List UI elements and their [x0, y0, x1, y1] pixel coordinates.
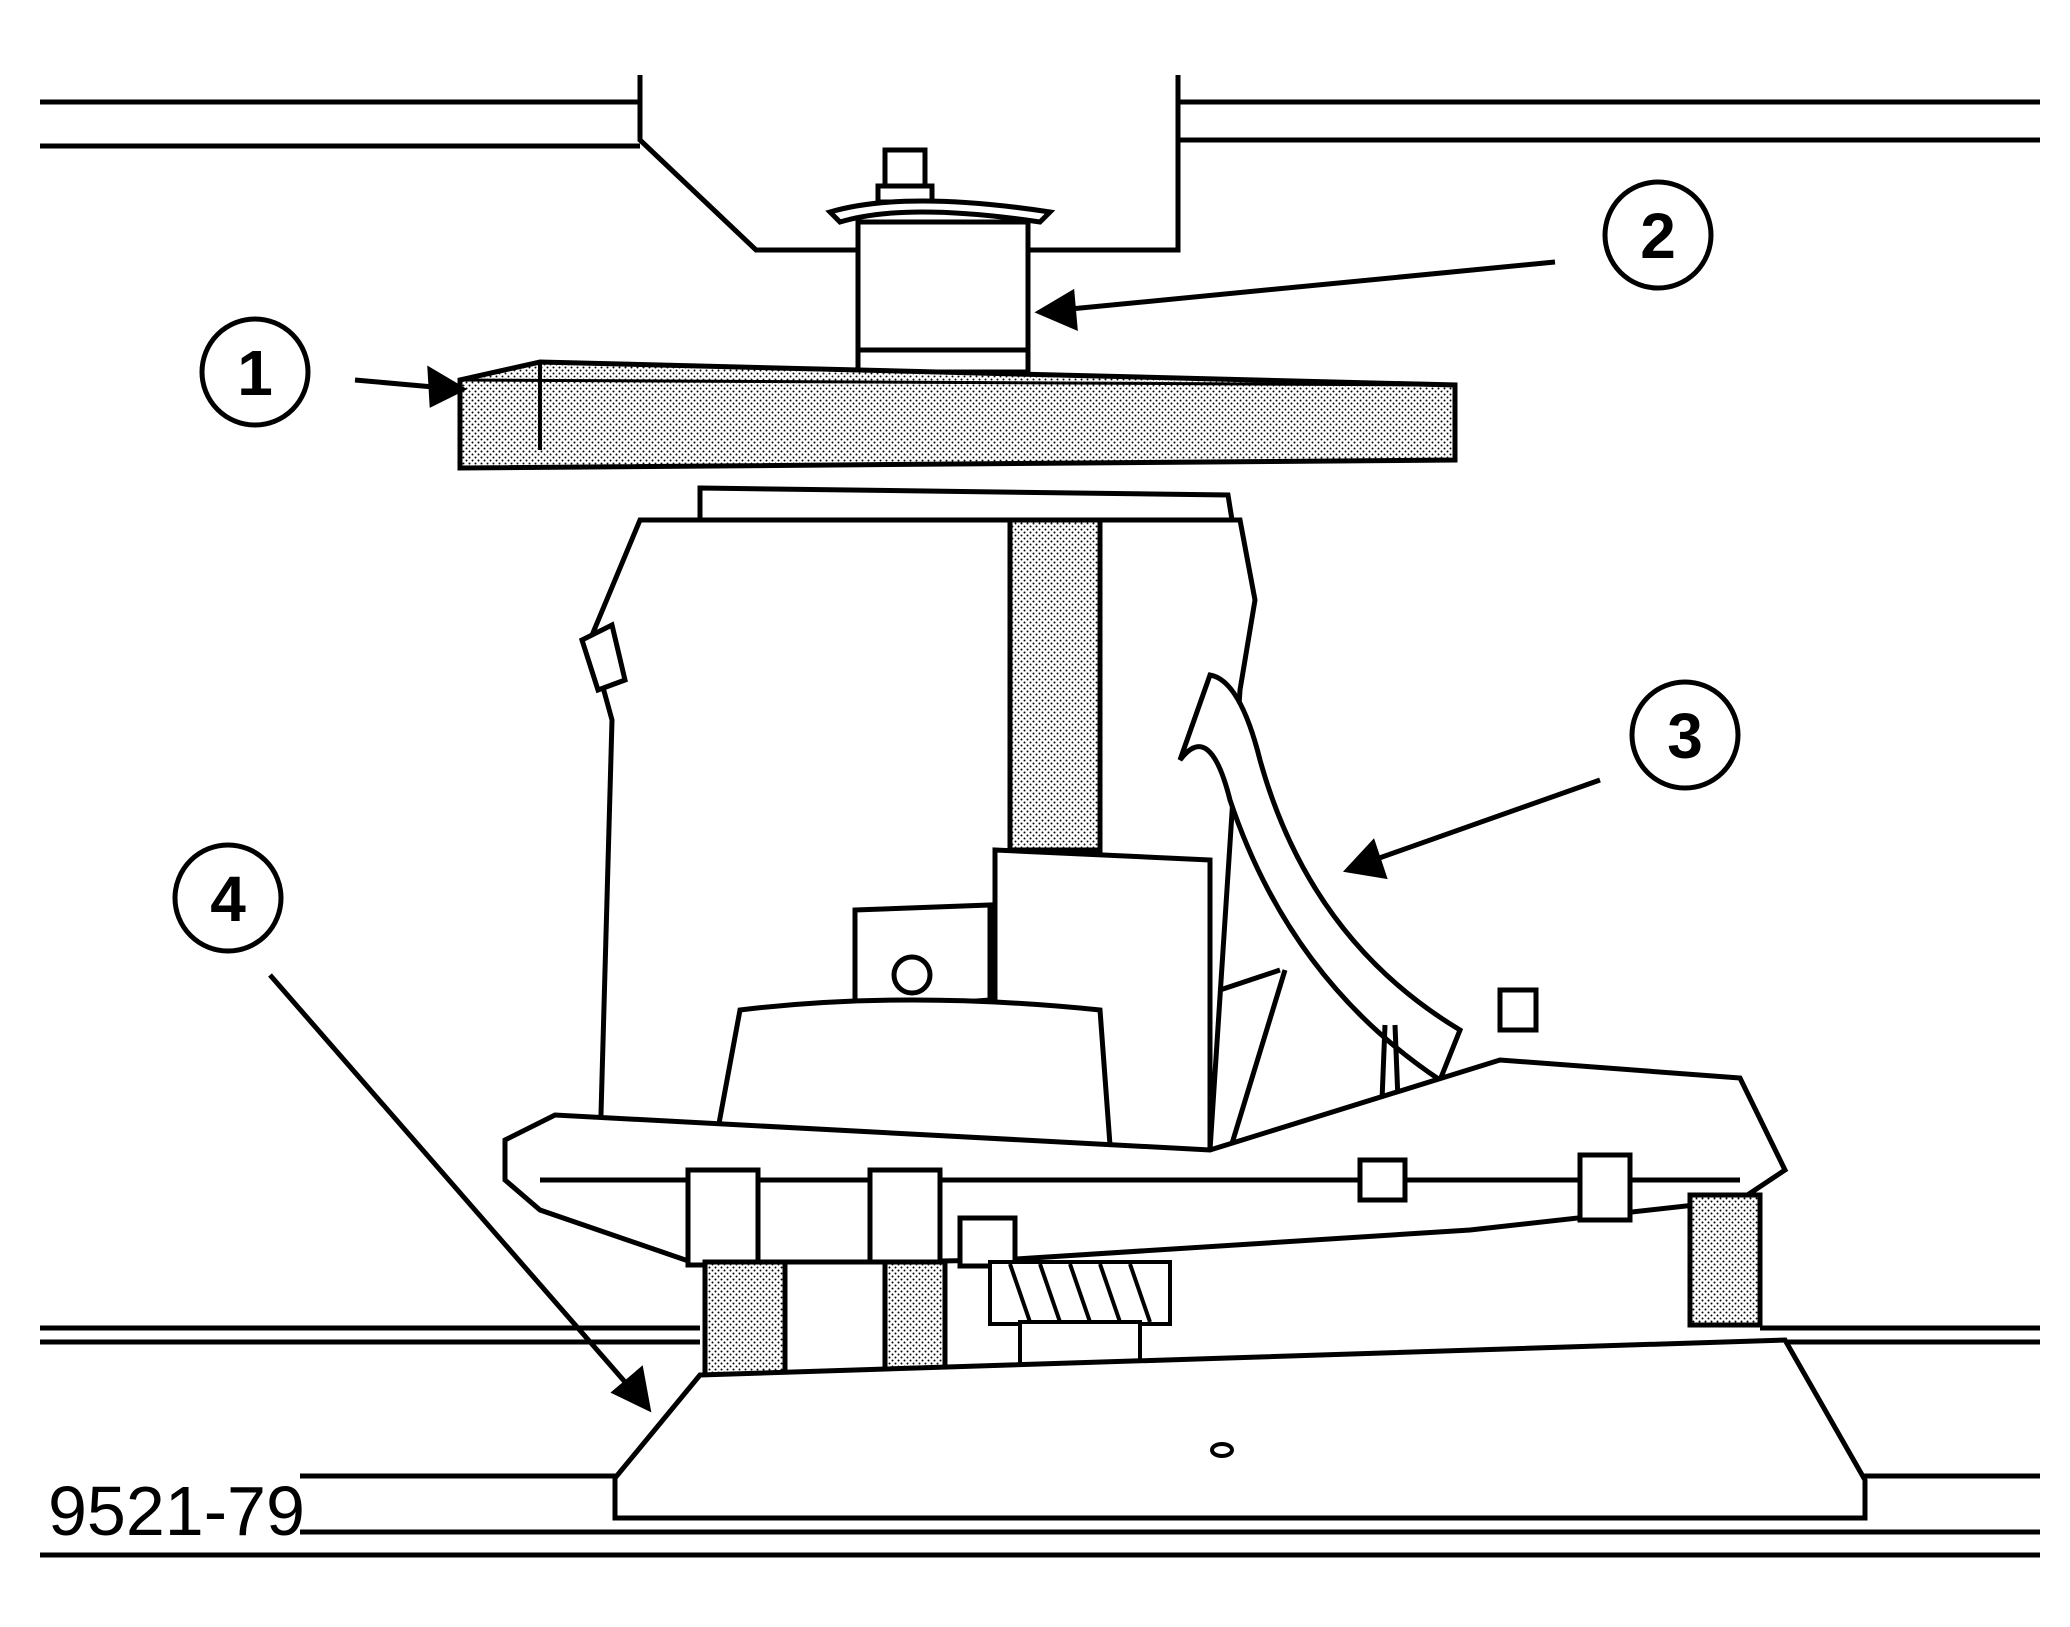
leader-2	[1059, 259, 1556, 313]
callout-1: 1	[199, 316, 311, 428]
figure-id-label: 9521-79	[48, 1472, 305, 1550]
leader-4-arrowhead	[610, 1365, 652, 1413]
press-plate	[612, 1337, 1868, 1521]
transfer-case-housing	[578, 485, 1464, 1153]
leader-3	[1367, 777, 1601, 865]
leader-2-arrowhead	[1034, 288, 1078, 331]
leader-3-arrowhead	[1343, 838, 1388, 880]
wood-block	[457, 359, 1458, 471]
callout-4-label: 4	[210, 863, 246, 935]
callout-2-label: 2	[1640, 200, 1676, 272]
callout-3-label: 3	[1667, 700, 1703, 772]
press-adapter-cup	[825, 147, 1056, 375]
press-plate-hole	[1210, 1442, 1234, 1458]
callout-leaders	[268, 259, 1601, 1413]
leader-4	[268, 973, 634, 1392]
press-upper-frame	[40, 99, 2040, 149]
leader-1-arrowhead	[427, 365, 468, 408]
housing-bottom-flange	[502, 987, 1789, 1269]
callout-2: 2	[1602, 179, 1714, 291]
callout-4: 4	[172, 842, 284, 954]
callout-3: 3	[1629, 679, 1741, 791]
callout-1-label: 1	[237, 337, 273, 409]
